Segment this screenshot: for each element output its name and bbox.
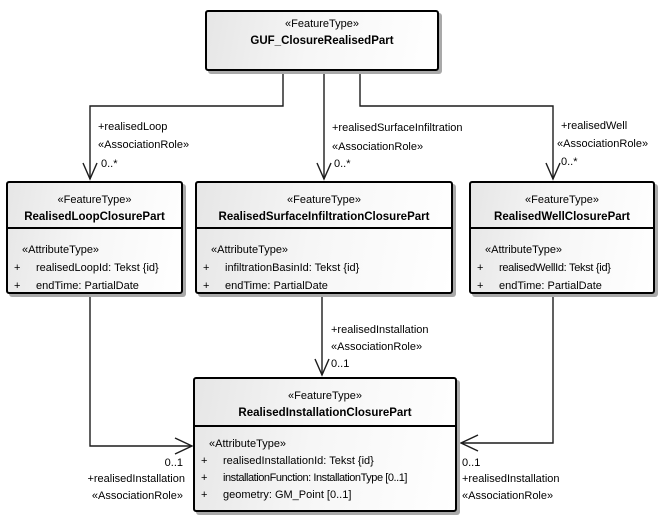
attribute-text: endTime: PartialDate <box>499 280 602 292</box>
class-header: «FeatureType» RealisedWellClosurePart <box>471 183 653 227</box>
class-stereotype: «FeatureType» <box>288 390 362 402</box>
class-realised-loop-closure-part[interactable]: «FeatureType» RealisedLoopClosurePart «A… <box>6 181 183 294</box>
attribute-row: + geometry: GM_Point [0..1] <box>195 489 455 502</box>
association-stereotype-label: «AssociationRole» <box>331 341 423 353</box>
class-guf-closure-realised-part[interactable]: «FeatureType» GUF_ClosureRealisedPart <box>205 10 439 71</box>
attribute-compartment: «AttributeType» + realisedWellId: Tekst {… <box>471 227 653 293</box>
visibility-marker: + <box>203 262 210 274</box>
connector-realised-installation-left <box>89 294 191 447</box>
arrowhead-realised-installation-mid <box>314 358 330 377</box>
visibility-marker: + <box>203 280 210 292</box>
visibility-marker: + <box>14 262 21 274</box>
multiplicity-label: 0..1 <box>164 457 183 469</box>
association-role-label: +realisedLoop <box>98 121 168 133</box>
class-stereotype: «FeatureType» <box>57 194 132 206</box>
attribute-compartment: «AttributeType» + realisedInstallationId:… <box>195 425 455 502</box>
multiplicity-label: 0..1 <box>331 358 350 370</box>
class-realised-surface-infiltration-closure-part[interactable]: «FeatureType» RealisedSurfaceInfiltratio… <box>195 181 453 294</box>
attribute-text: endTime: PartialDate <box>36 280 139 292</box>
attribute-text: geometry: GM_Point [0..1] <box>223 489 352 501</box>
class-header: «FeatureType» RealisedInstallationClosur… <box>195 379 455 425</box>
attribute-text: endTime: PartialDate <box>225 280 328 292</box>
attribute-text: infiltrationBasinId: Tekst {id} <box>225 262 360 274</box>
visibility-marker: + <box>201 472 207 484</box>
attribute-row: + installationFunction: InstallationType … <box>195 472 455 485</box>
association-role-label: +realisedInstallation <box>462 473 560 485</box>
visibility-marker: + <box>14 280 21 292</box>
multiplicity-label: 0..* <box>561 156 578 168</box>
attribute-row: + realisedWellId: Tekst {id} <box>471 262 653 275</box>
association-role-label: +realisedInstallation <box>331 324 429 336</box>
arrowhead-realised-loop <box>82 162 98 181</box>
arrowhead-realised-installation-right <box>459 434 479 452</box>
visibility-marker: + <box>477 262 484 274</box>
attribute-compartment: «AttributeType» + realisedLoopId: Tekst {… <box>8 227 181 293</box>
class-name: RealisedInstallationClosurePart <box>238 407 412 419</box>
attribute-row: + endTime: PartialDate <box>471 280 653 293</box>
class-header: «FeatureType» RealisedSurfaceInfiltratio… <box>197 183 451 227</box>
association-stereotype-label: «AssociationRole» <box>332 141 424 153</box>
multiplicity-label: 0..* <box>101 158 118 170</box>
attribute-stereotype: «AttributeType» <box>485 244 563 256</box>
association-role-label: +realisedWell <box>561 120 628 132</box>
class-stereotype: «FeatureType» <box>287 194 361 206</box>
association-stereotype-label: «AssociationRole» <box>462 490 554 502</box>
attribute-row: + endTime: PartialDate <box>8 280 181 293</box>
class-realised-well-closure-part[interactable]: «FeatureType» RealisedWellClosurePart «A… <box>469 181 655 294</box>
attribute-row: + realisedInstallationId: Tekst {id} <box>195 455 455 468</box>
attribute-text: realisedWellId: Tekst {id} <box>499 262 611 274</box>
attribute-text: realisedInstallationId: Tekst {id} <box>223 455 374 467</box>
class-header: «FeatureType» GUF_ClosureRealisedPart <box>207 12 437 50</box>
class-name: RealisedSurfaceInfiltrationClosurePart <box>218 211 430 223</box>
attribute-stereotype: «AttributeType» <box>209 438 287 450</box>
attribute-text: installationFunction: InstallationType [… <box>223 472 407 484</box>
arrowhead-realised-surface-infiltration <box>316 162 332 181</box>
class-name: RealisedWellClosurePart <box>494 211 630 223</box>
attribute-compartment: «AttributeType» + infiltrationBasinId: Te… <box>197 227 451 293</box>
attribute-stereotype: «AttributeType» <box>22 244 100 256</box>
visibility-marker: + <box>201 489 208 501</box>
multiplicity-label: 0..1 <box>462 457 481 469</box>
connector-realised-loop <box>89 71 284 179</box>
arrowhead-realised-installation-left <box>174 437 194 455</box>
visibility-marker: + <box>201 455 208 467</box>
attribute-row: + infiltrationBasinId: Tekst {id} <box>197 262 451 275</box>
class-name: GUF_ClosureRealisedPart <box>250 35 394 47</box>
attribute-row: + realisedLoopId: Tekst {id} <box>8 262 181 275</box>
class-name: RealisedLoopClosurePart <box>24 211 165 223</box>
multiplicity-label: 0..* <box>334 158 351 170</box>
class-stereotype: «FeatureType» <box>285 18 359 30</box>
attribute-row: + endTime: PartialDate <box>197 280 451 293</box>
class-stereotype: «FeatureType» <box>525 194 599 206</box>
class-header: «FeatureType» RealisedLoopClosurePart <box>8 183 181 227</box>
attribute-text: realisedLoopId: Tekst {id} <box>36 262 159 274</box>
association-stereotype-label: «AssociationRole» <box>91 490 183 502</box>
connector-realised-well <box>359 71 554 179</box>
association-stereotype-label: «AssociationRole» <box>557 138 649 150</box>
visibility-marker: + <box>477 280 484 292</box>
association-role-label: +realisedSurfaceInfiltration <box>332 122 463 134</box>
association-stereotype-label: «AssociationRole» <box>98 139 190 151</box>
association-role-label: +realisedInstallation <box>87 473 185 485</box>
attribute-stereotype: «AttributeType» <box>211 244 289 256</box>
class-realised-installation-closure-part[interactable]: «FeatureType» RealisedInstallationClosur… <box>193 377 457 512</box>
arrowhead-realised-well <box>545 162 561 181</box>
connector-realised-installation-right <box>462 294 554 444</box>
